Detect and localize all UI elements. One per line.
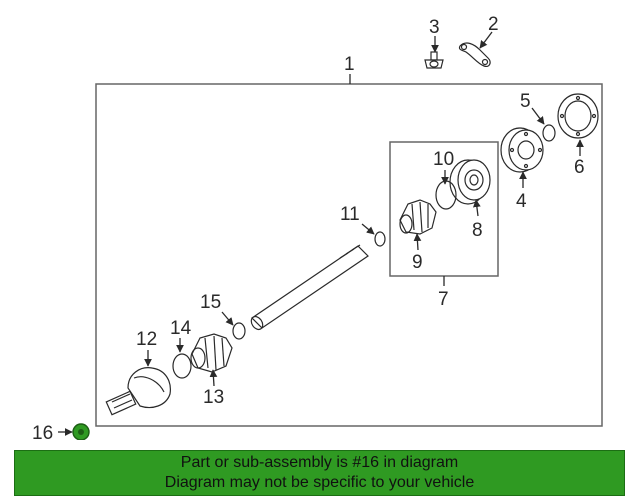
callout-7: 7	[438, 289, 449, 310]
part-5-ring[interactable]	[542, 124, 556, 142]
part-3-bolt[interactable]	[424, 51, 444, 69]
banner-line-2: Diagram may not be specific to your vehi…	[164, 474, 475, 491]
notice-banner: Part or sub-assembly is #16 in diagram D…	[14, 450, 625, 496]
part-4-flange[interactable]	[500, 127, 544, 173]
callout-3: 3	[429, 17, 440, 38]
callout-1: 1	[344, 54, 355, 75]
callout-13: 13	[203, 387, 224, 408]
callout-16: 16	[32, 423, 53, 440]
part-2-bracket[interactable]	[458, 42, 491, 67]
part-15-clamp[interactable]	[232, 322, 246, 340]
callout-11: 11	[340, 204, 360, 225]
part-12-outer-joint[interactable]	[105, 367, 171, 416]
callout-14: 14	[170, 318, 192, 339]
parts-diagram: 1 2 3 4 5 6 7 8 9 10 11 12 13 14 15 16	[32, 14, 603, 440]
callout-5: 5	[520, 91, 531, 112]
callout-10: 10	[433, 149, 454, 170]
callout-12: 12	[136, 329, 157, 350]
callout-4: 4	[516, 191, 527, 212]
part-13-outer-boot[interactable]	[190, 333, 233, 373]
axle-shaft	[250, 244, 369, 331]
part-16-nut[interactable]	[72, 423, 90, 440]
part-9-inner-boot[interactable]	[399, 199, 437, 235]
callout-6: 6	[574, 157, 585, 178]
part-14-clamp[interactable]	[172, 353, 192, 379]
part-6-gasket[interactable]	[557, 93, 599, 139]
callout-8: 8	[472, 220, 483, 241]
callout-15: 15	[200, 292, 221, 313]
banner-line-1: Part or sub-assembly is #16 in diagram	[180, 454, 459, 471]
part-11-clamp[interactable]	[374, 231, 386, 247]
callout-9: 9	[412, 252, 423, 273]
assembly-frame	[95, 83, 603, 427]
callout-2: 2	[488, 14, 499, 35]
